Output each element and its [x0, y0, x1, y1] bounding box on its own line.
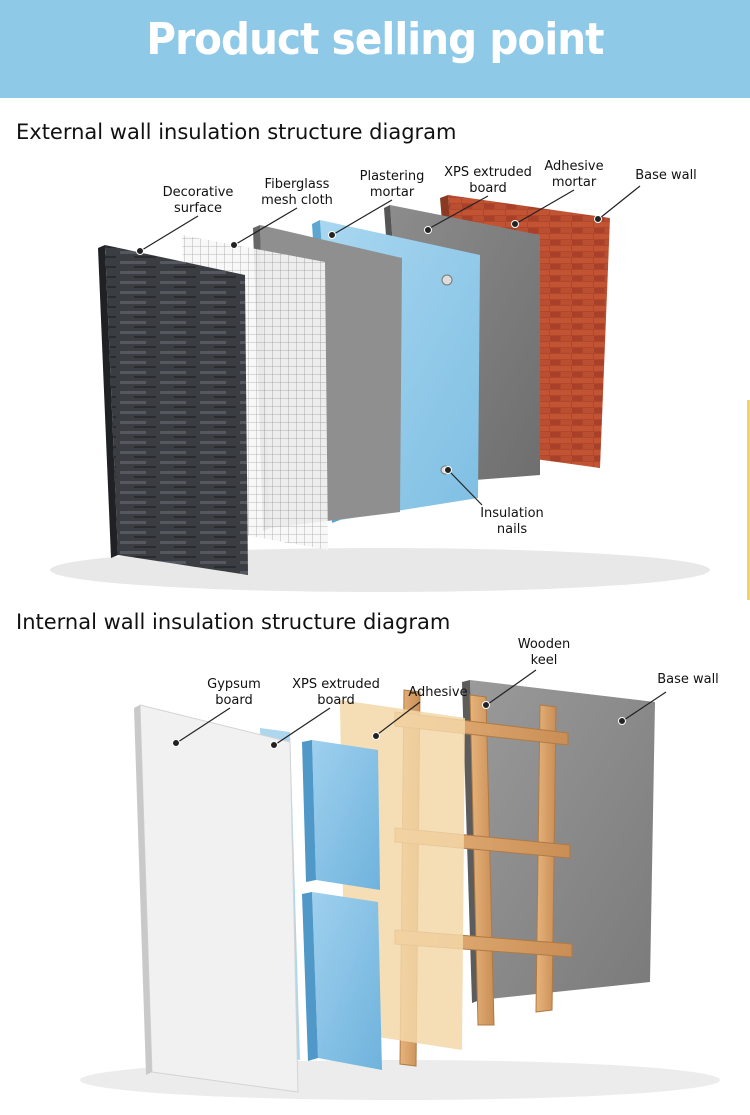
banner-title: Product selling point: [30, 14, 720, 65]
external-diagram-title: External wall insulation structure diagr…: [16, 120, 457, 144]
header-banner: Product selling point: [0, 0, 750, 98]
decorative-surface-layer: [98, 245, 248, 575]
svg-text:Adhesive: Adhesive: [408, 685, 467, 700]
label-base-wall: Base wall: [595, 168, 697, 223]
svg-text:Base wall: Base wall: [635, 168, 697, 183]
svg-text:Base wall: Base wall: [657, 672, 719, 687]
gypsum-board-layer: [134, 705, 298, 1092]
